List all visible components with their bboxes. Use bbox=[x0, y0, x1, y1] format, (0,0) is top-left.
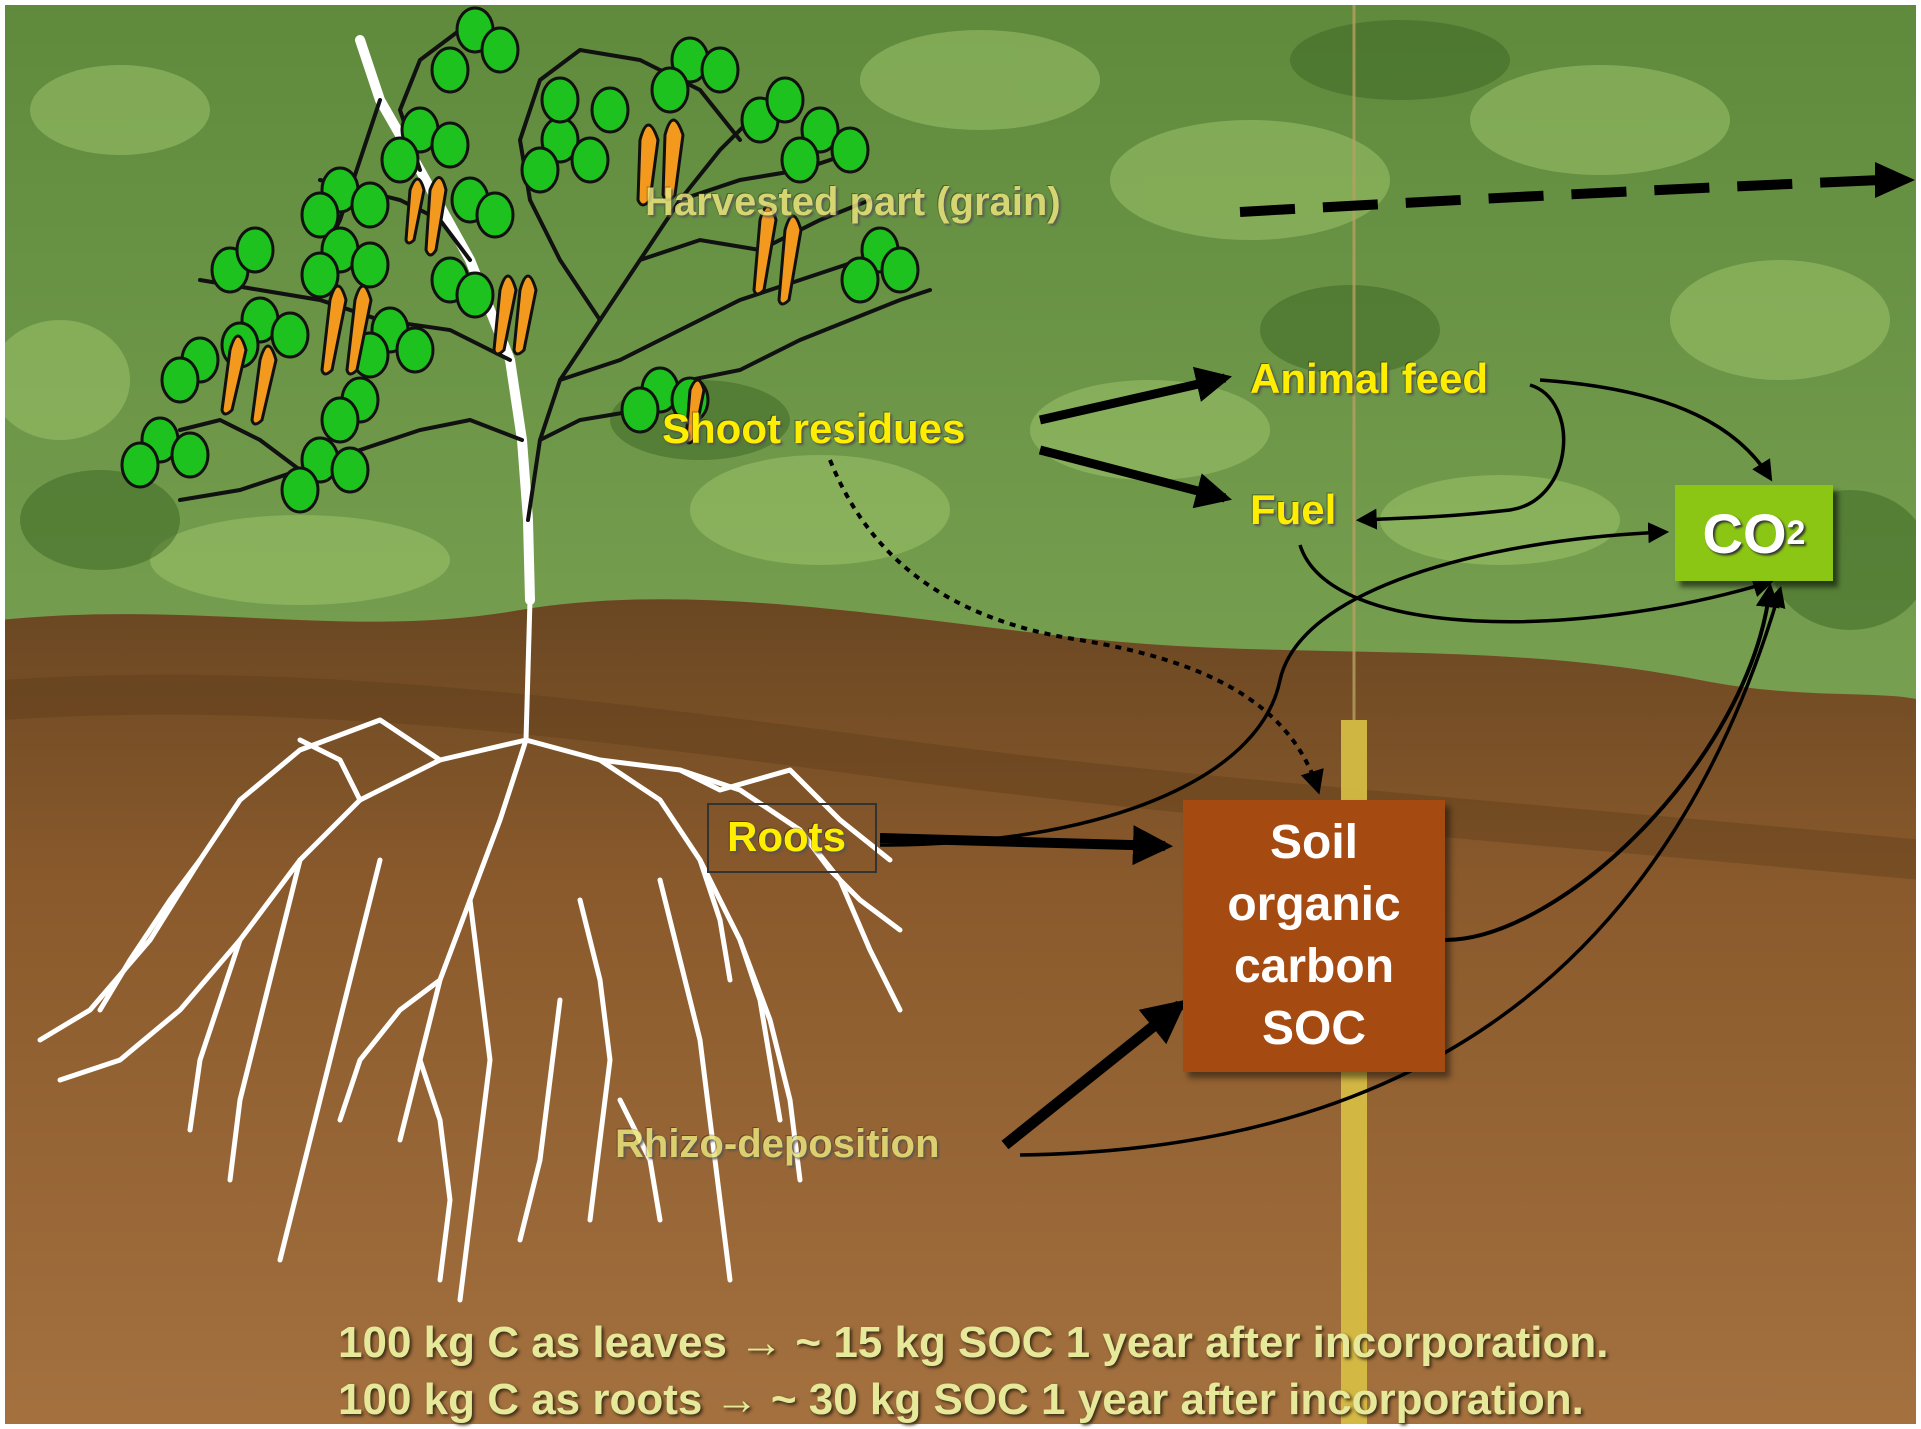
soc-box: Soil organic carbon SOC bbox=[1183, 800, 1445, 1072]
roots-to-co2-arrow bbox=[880, 532, 1665, 845]
rhizo-to-soc-arrow bbox=[1005, 1005, 1180, 1145]
label-rhizo-deposition: Rhizo-deposition bbox=[615, 1122, 939, 1167]
label-harvested-part: Harvested part (grain) bbox=[645, 180, 1061, 225]
note-leaves: 100 kg C as leaves → ~ 15 kg SOC 1 year … bbox=[338, 1318, 1608, 1368]
soc-to-co2-arrow bbox=[1445, 588, 1770, 940]
residues-to-soc-dotted-arrow bbox=[830, 460, 1318, 790]
root-system bbox=[40, 600, 900, 1300]
soc-line-soil: Soil bbox=[1183, 812, 1445, 874]
feed-to-fuel-arrow bbox=[1360, 385, 1564, 520]
feed-to-co2-arrow bbox=[1540, 380, 1770, 478]
soc-line-soc: SOC bbox=[1183, 998, 1445, 1060]
soc-line-carbon: carbon bbox=[1183, 936, 1445, 998]
harvest-arrowhead-icon bbox=[1875, 162, 1915, 198]
label-shoot-residues: Shoot residues bbox=[662, 405, 965, 453]
label-fuel: Fuel bbox=[1250, 486, 1336, 534]
residues-to-fuel-arrow bbox=[1040, 450, 1225, 498]
label-roots: Roots bbox=[707, 803, 877, 873]
residues-to-feed-arrow bbox=[1040, 378, 1225, 420]
co2-main: CO bbox=[1703, 501, 1787, 566]
co2-subscript: 2 bbox=[1787, 514, 1806, 553]
label-animal-feed: Animal feed bbox=[1250, 355, 1488, 403]
harvest-export-arrow bbox=[1240, 180, 1880, 212]
soc-line-organic: organic bbox=[1183, 874, 1445, 936]
note-roots: 100 kg C as roots → ~ 30 kg SOC 1 year a… bbox=[338, 1375, 1584, 1425]
